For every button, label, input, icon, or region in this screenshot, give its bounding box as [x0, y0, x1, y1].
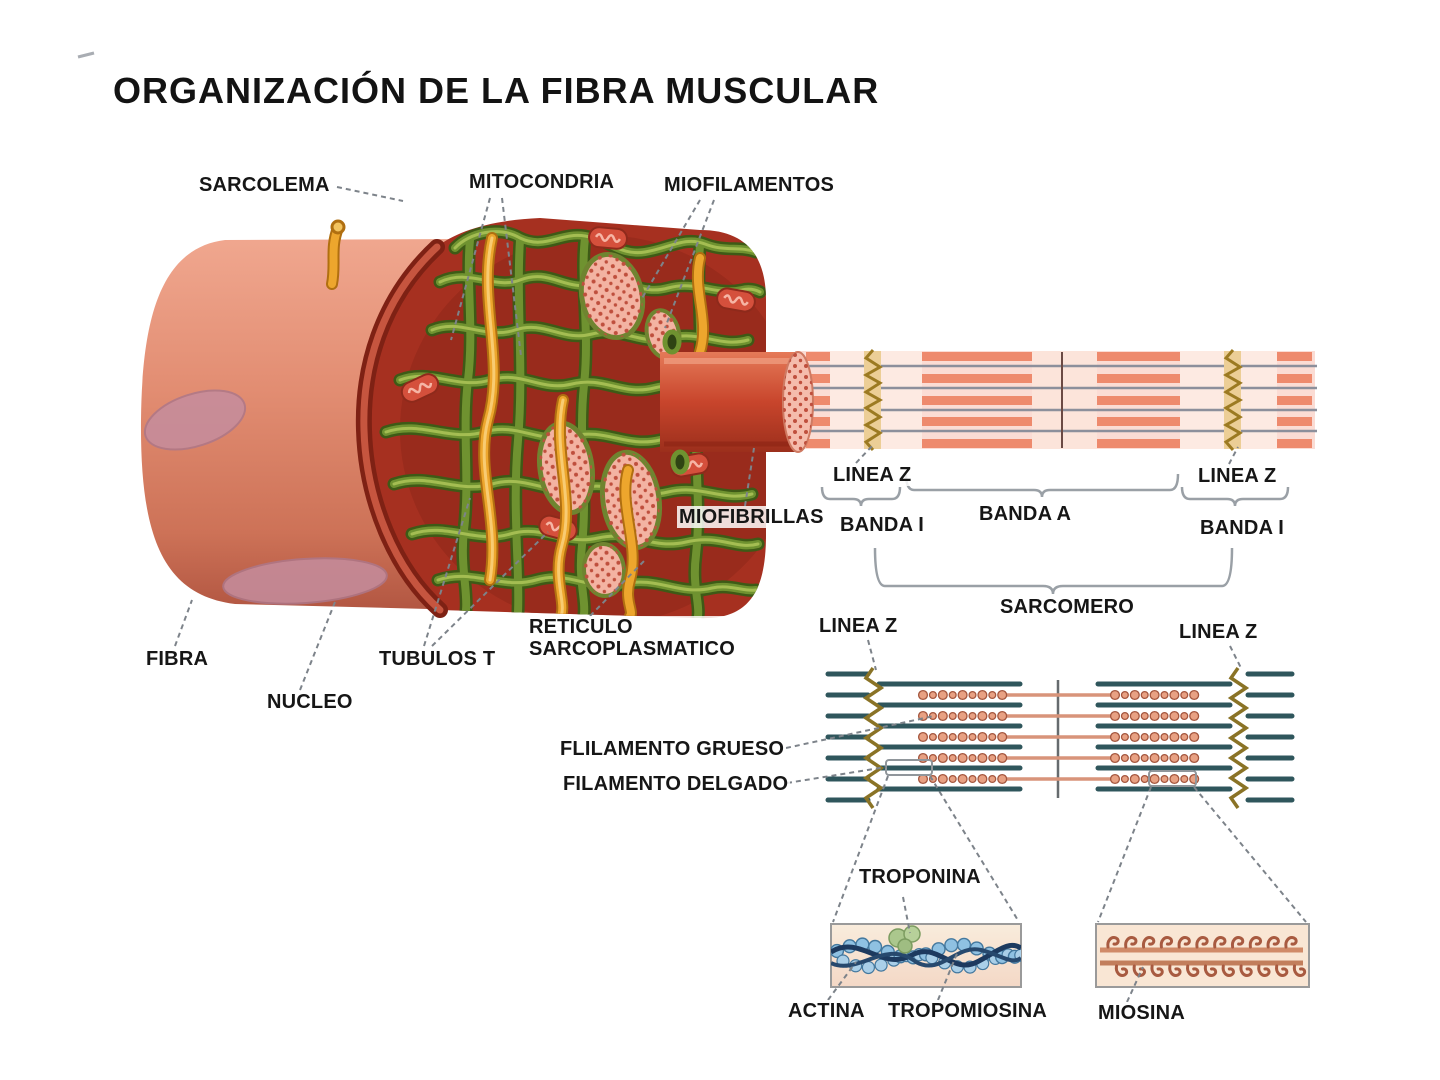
z-line-lower-right [1227, 666, 1250, 810]
thick-filaments [917, 689, 1200, 785]
z-line [862, 349, 884, 451]
tropomyosin-strand [831, 942, 1021, 968]
banda-a-brace [904, 473, 1180, 498]
label-linea-z-top-left: LINEA Z [831, 464, 914, 486]
label-reticulo-line1: RETICULO [529, 616, 633, 638]
label-banda-a: BANDA A [977, 503, 1074, 525]
banded-myofibril [782, 349, 1317, 453]
label-sarcolema: SARCOLEMA [197, 174, 332, 196]
sarcolemma-cut-rim [355, 239, 448, 618]
label-actina: ACTINA [786, 1000, 867, 1022]
banda-i-right-brace [1180, 486, 1290, 507]
label-fibra: FIBRA [144, 648, 211, 670]
myosin-hooks [1106, 936, 1307, 977]
sarcomere-diagram [825, 666, 1295, 810]
troponin-complex [888, 925, 921, 954]
page-title: ORGANIZACIÓN DE LA FIBRA MUSCULAR [113, 70, 880, 111]
magnifier-projection-lines [832, 775, 1307, 923]
label-tropomiosina: TROPOMIOSINA [886, 1000, 1050, 1022]
a-band-stripes [806, 352, 1312, 448]
label-banda-i-left: BANDA I [838, 514, 926, 536]
label-filamento-delgado: FILAMENTO DELGADO [561, 773, 791, 795]
label-linea-z-bottom-left: LINEA Z [817, 615, 900, 637]
label-sarcomero: SARCOMERO [998, 596, 1137, 618]
label-linea-z-bottom-right: LINEA Z [1177, 621, 1260, 643]
myosin-highlight-box [1148, 770, 1197, 787]
inner-thin-filaments [876, 681, 1233, 792]
z-line [1222, 349, 1244, 451]
nucleus [143, 389, 247, 451]
outer-thin-filaments [825, 671, 1295, 803]
sarcomero-brace [873, 547, 1234, 595]
stray-mark [77, 51, 95, 59]
tropomyosin-strand [831, 947, 1021, 968]
label-miofibrillas: MIOFIBRILLAS [677, 506, 826, 528]
label-tubulos-t: TUBULOS T [377, 648, 498, 670]
myosin-magnified-box [1095, 923, 1310, 988]
z-line-lower-left [862, 666, 885, 810]
label-reticulo-line2: SARCOPLASMATICO [529, 638, 735, 661]
banda-i-left-brace [820, 486, 902, 507]
nucleus [222, 557, 388, 605]
myofibril-cylinder [660, 329, 800, 475]
muscle-fiber [140, 218, 800, 619]
label-miofilamentos: MIOFILAMENTOS [662, 174, 837, 196]
band-braces [820, 473, 1290, 595]
label-troponina: TROPONINA [857, 866, 983, 888]
label-filamento-grueso: FLILAMENTO GRUESO [558, 738, 787, 760]
label-nucleo: NUCLEO [265, 691, 355, 713]
leader-lines [174, 186, 1243, 1003]
label-reticulo-sarcoplasmatico: RETICULO SARCOPLASMATICO [527, 616, 737, 661]
actin-magnified-box [830, 923, 1022, 988]
myofibril-end-face [782, 351, 814, 453]
label-linea-z-top-right: LINEA Z [1196, 465, 1279, 487]
label-miosina: MIOSINA [1096, 1002, 1187, 1024]
label-mitocondria: MITOCONDRIA [467, 171, 617, 193]
label-banda-i-right: BANDA I [1198, 517, 1286, 539]
